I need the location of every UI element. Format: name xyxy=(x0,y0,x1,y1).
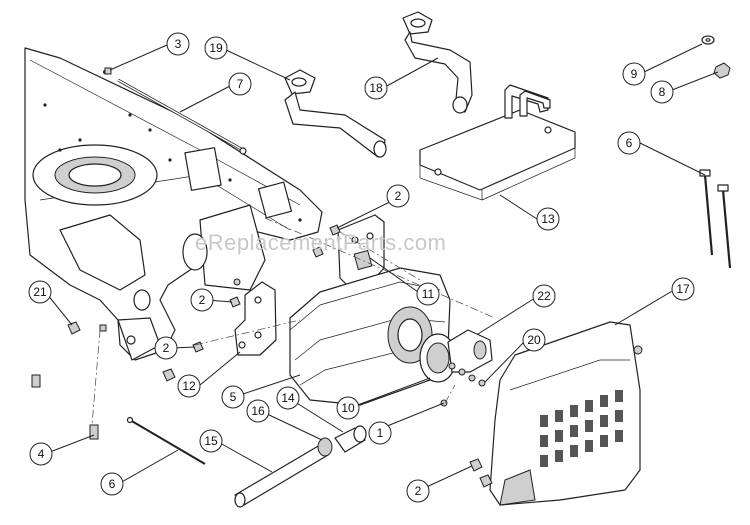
callout-11: 11 xyxy=(369,257,440,306)
callout-7-label: 7 xyxy=(237,77,244,91)
alignment-lines xyxy=(91,217,496,426)
callout-10: 10 xyxy=(336,377,431,420)
rod-part-6 xyxy=(126,416,206,465)
callout-4-label: 4 xyxy=(38,447,45,461)
callout-8: 8 xyxy=(650,71,719,104)
callout-6a: 6 xyxy=(617,131,706,176)
callout-17: 17 xyxy=(614,277,695,326)
callout-20: 20 xyxy=(484,328,546,383)
callout-11-label: 11 xyxy=(422,287,435,301)
callout-2b: 2 xyxy=(190,288,233,312)
callout-8-label: 8 xyxy=(659,85,666,99)
callout-5-label: 5 xyxy=(230,390,237,404)
callout-16: 16 xyxy=(246,399,323,441)
callout-10-label: 10 xyxy=(341,401,355,415)
callout-14-label: 14 xyxy=(281,391,295,405)
callout-3-label: 3 xyxy=(175,37,182,51)
callout-1: 1 xyxy=(368,402,445,445)
callout-18: 18 xyxy=(364,57,439,100)
flange-part-10 xyxy=(419,333,457,383)
callout-21: 21 xyxy=(28,280,73,326)
callout-2c: 2 xyxy=(154,336,196,360)
clamp-part-16 xyxy=(317,437,333,457)
callout-20-label: 20 xyxy=(527,333,541,347)
tailpipe-part-15 xyxy=(234,444,329,508)
screws-part-20 xyxy=(448,362,486,387)
muffler-guard-part-17 xyxy=(489,321,643,506)
callout-4: 4 xyxy=(29,434,95,466)
callout-5: 5 xyxy=(221,374,301,409)
callout-3: 3 xyxy=(109,32,190,71)
callout-1-label: 1 xyxy=(377,426,384,440)
callout-15: 15 xyxy=(199,429,273,473)
coupler-part-14 xyxy=(334,425,367,453)
tractor-frame xyxy=(24,47,323,361)
callout-2c-label: 2 xyxy=(163,341,170,355)
callout-9: 9 xyxy=(622,43,703,86)
bolt-pair-part-6 xyxy=(699,169,732,269)
exhaust-pipe-part-19 xyxy=(284,69,387,158)
callout-9-label: 9 xyxy=(631,67,638,81)
callout-19-label: 19 xyxy=(209,41,223,55)
callout-12: 12 xyxy=(177,351,241,398)
callout-7: 7 xyxy=(179,72,252,113)
callout-16-label: 16 xyxy=(251,404,265,418)
callouts: 1 2 2 2 2 3 4 5 6 6 7 8 9 10 11 12 13 14… xyxy=(28,32,719,503)
callout-18-label: 18 xyxy=(369,81,383,95)
callout-22: 22 xyxy=(477,284,556,335)
callout-13: 13 xyxy=(499,194,560,231)
callout-2a: 2 xyxy=(336,184,410,229)
rod-part-7 xyxy=(117,78,247,155)
callout-12-label: 12 xyxy=(182,379,196,393)
pipe-part-22 xyxy=(447,329,493,373)
callout-19: 19 xyxy=(204,36,291,81)
callout-15-label: 15 xyxy=(204,434,218,448)
callout-21-label: 21 xyxy=(33,285,47,299)
bracket-part-11 xyxy=(337,214,385,289)
nut-part-8 xyxy=(713,62,731,79)
callout-6b-label: 6 xyxy=(109,477,116,491)
callout-2d-label: 2 xyxy=(415,484,422,498)
callout-2b-label: 2 xyxy=(199,293,206,307)
guard-vent-slots xyxy=(540,390,623,467)
small-fasteners xyxy=(31,67,493,488)
washer-hole-part-9 xyxy=(705,38,711,42)
callout-17-label: 17 xyxy=(676,282,690,296)
bracket-part-12 xyxy=(234,281,277,356)
callout-6b: 6 xyxy=(100,449,179,496)
exhaust-pipe-part-18 xyxy=(402,11,473,114)
callout-2a-label: 2 xyxy=(395,189,402,203)
callout-22-label: 22 xyxy=(537,289,551,303)
heat-shield-part-13 xyxy=(419,84,576,201)
callout-2d: 2 xyxy=(406,465,473,503)
callout-13-label: 13 xyxy=(541,212,555,226)
callout-14: 14 xyxy=(276,386,344,433)
watermark-text: eReplacementParts.com xyxy=(195,230,446,255)
callout-6a-label: 6 xyxy=(626,136,633,150)
